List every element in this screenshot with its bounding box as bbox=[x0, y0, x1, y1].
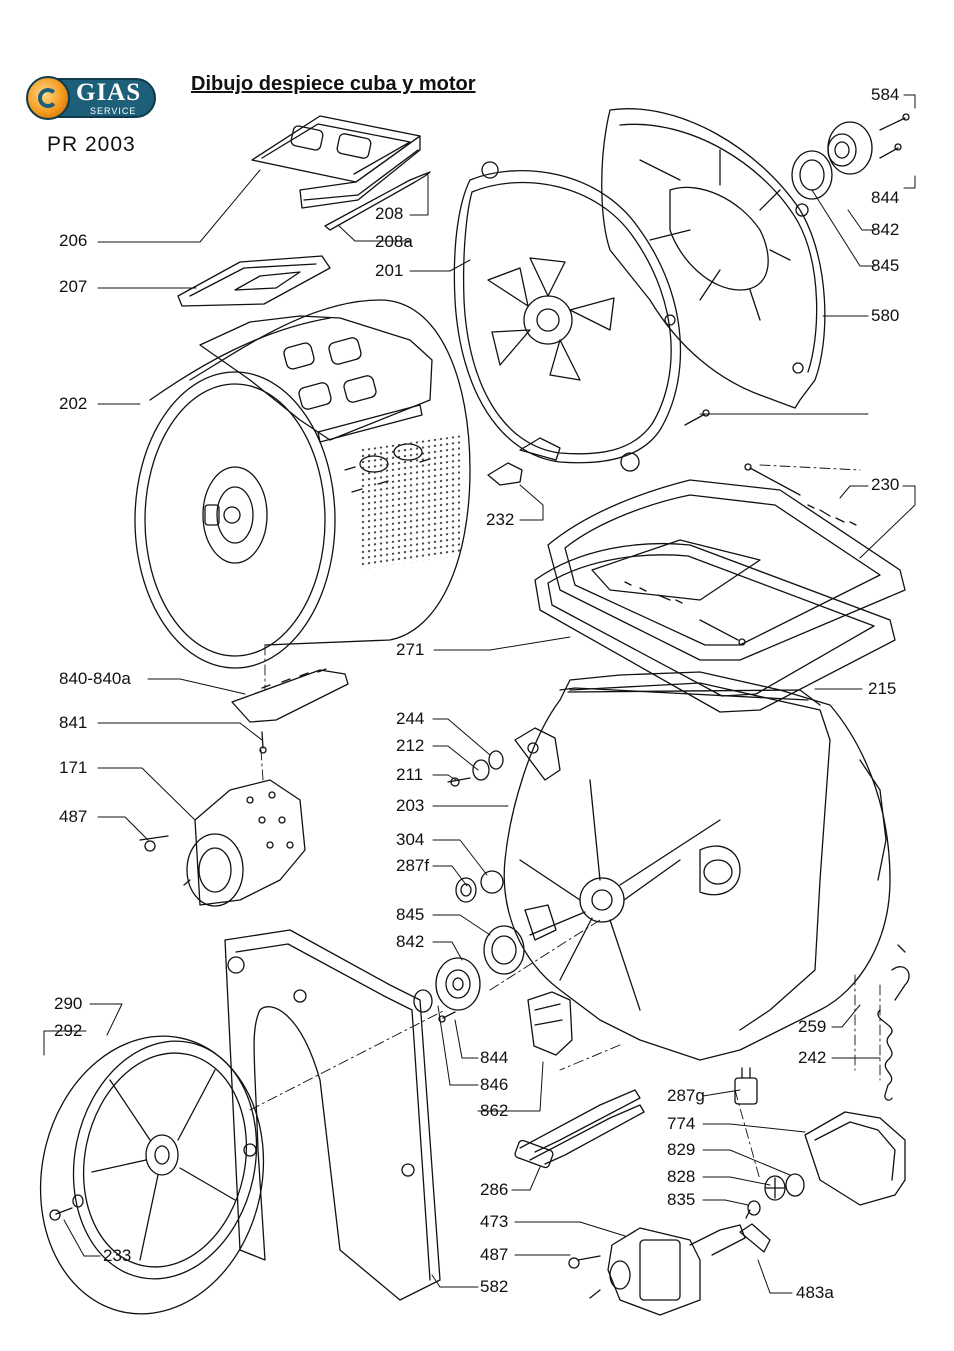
part-label-842: 842 bbox=[396, 932, 425, 951]
part-label-207: 207 bbox=[59, 277, 88, 296]
screw-487a bbox=[139, 835, 169, 852]
drum-perforation bbox=[360, 435, 460, 570]
impeller-828 bbox=[764, 1175, 786, 1201]
tub-front-203 bbox=[503, 671, 891, 1061]
part-label-259: 259 bbox=[798, 1017, 827, 1036]
washer-244 bbox=[488, 750, 504, 770]
clip-232 bbox=[487, 437, 561, 486]
screw-211 bbox=[447, 777, 471, 787]
part-label-206: 206 bbox=[59, 231, 88, 250]
flange-seal-845 bbox=[483, 925, 525, 975]
part-label-487-top: 487 bbox=[59, 807, 88, 826]
part-label-208a: 208a bbox=[375, 232, 413, 251]
part-label-202: 202 bbox=[59, 394, 88, 413]
flange-seal-845-top bbox=[791, 150, 833, 200]
pulley-290 bbox=[72, 1040, 258, 1280]
part-label-203: 203 bbox=[396, 796, 425, 815]
logo-emblem-icon bbox=[26, 76, 70, 120]
tub-gasket-230 bbox=[547, 479, 906, 661]
tub-ring-271 bbox=[534, 543, 896, 713]
part-label-211: 211 bbox=[396, 765, 424, 784]
part-label-487: 487 bbox=[480, 1245, 509, 1264]
part-label-862: 862 bbox=[480, 1101, 509, 1120]
part-label-841: 841 bbox=[59, 713, 88, 732]
part-label-233: 233 bbox=[103, 1246, 132, 1265]
part-label-304: 304 bbox=[396, 830, 425, 849]
logo-brand: GIAS bbox=[76, 79, 142, 106]
part-label-286: 286 bbox=[480, 1180, 509, 1199]
part-label-201: 201 bbox=[375, 261, 404, 280]
part-label-171: 171 bbox=[59, 758, 88, 777]
part-label-287f: 287f bbox=[396, 856, 430, 875]
plug-287f bbox=[455, 877, 477, 903]
cap-304 bbox=[480, 870, 504, 894]
part-label-582: 582 bbox=[480, 1277, 509, 1296]
part-label-292: 292 bbox=[54, 1021, 83, 1040]
drum-flange-201 bbox=[453, 161, 682, 472]
screw-584 bbox=[879, 113, 910, 131]
model-code: PR 2003 bbox=[47, 133, 136, 156]
pressure-switch-862 bbox=[527, 991, 573, 1056]
washer-212 bbox=[472, 759, 490, 781]
axis-lines bbox=[249, 464, 881, 1181]
part-label-212: 212 bbox=[396, 736, 425, 755]
part-label-473: 473 bbox=[480, 1212, 509, 1231]
bracket-207 bbox=[177, 255, 331, 307]
screw-841 bbox=[259, 731, 267, 754]
connector-483a bbox=[739, 1209, 771, 1253]
part-label-290: 290 bbox=[54, 994, 83, 1013]
part-label-208: 208 bbox=[375, 204, 404, 223]
leader-lines bbox=[43, 94, 916, 1294]
lid-bracket-206 bbox=[251, 115, 421, 209]
part-label-483a: 483a bbox=[796, 1283, 834, 1302]
part-label-242: 242 bbox=[798, 1048, 827, 1067]
motor-171 bbox=[183, 779, 306, 907]
part-label-845: 845 bbox=[396, 905, 425, 924]
screw-844-top bbox=[879, 143, 902, 159]
part-label-846: 846 bbox=[480, 1075, 509, 1094]
tub-screw bbox=[684, 409, 710, 426]
part-label-844-top: 844 bbox=[871, 188, 900, 207]
part-label-828: 828 bbox=[667, 1167, 696, 1186]
part-label-835: 835 bbox=[667, 1190, 696, 1209]
part-label-271: 271 bbox=[396, 640, 425, 659]
tub-rear-580 bbox=[601, 108, 826, 409]
heater-286 bbox=[514, 1089, 645, 1169]
part-label-844: 844 bbox=[480, 1048, 509, 1067]
part-label-244: 244 bbox=[396, 709, 425, 728]
part-label-287g: 287g bbox=[667, 1086, 705, 1105]
thermostat-287g bbox=[734, 1067, 758, 1105]
counterweight-840 bbox=[231, 668, 349, 723]
filter-housing-774 bbox=[804, 1111, 906, 1206]
part-label-232: 232 bbox=[486, 510, 515, 529]
screw-844 bbox=[438, 1011, 456, 1023]
part-label-215: 215 bbox=[868, 679, 897, 698]
belt-292 bbox=[39, 1035, 265, 1315]
drain-motor-473 bbox=[589, 1224, 746, 1316]
seal-829 bbox=[785, 1173, 805, 1197]
screw-487b bbox=[568, 1255, 601, 1269]
hinge-strip-208 bbox=[324, 171, 431, 231]
bearing-hub-842-top bbox=[827, 121, 873, 175]
part-label-580: 580 bbox=[871, 306, 900, 325]
spring-259 bbox=[891, 944, 910, 1001]
page-title: Dibujo despiece cuba y motor bbox=[191, 73, 476, 95]
part-label-774: 774 bbox=[667, 1114, 696, 1133]
rod-230 bbox=[744, 463, 857, 526]
washer-835 bbox=[747, 1200, 761, 1216]
part-label-230: 230 bbox=[871, 475, 900, 494]
screw-233 bbox=[49, 1194, 84, 1221]
spring-242 bbox=[877, 1009, 893, 1101]
part-label-845-top: 845 bbox=[871, 256, 900, 275]
part-label-829: 829 bbox=[667, 1140, 696, 1159]
part-label-842-top: 842 bbox=[871, 220, 900, 239]
logo-service: SERVICE bbox=[90, 106, 137, 116]
bearing-hub-842 bbox=[435, 957, 481, 1011]
part-label-840-840a: 840-840a bbox=[59, 669, 131, 688]
washer-846 bbox=[413, 989, 433, 1013]
gias-service-logo: GIAS SERVICE bbox=[26, 72, 158, 124]
part-label-584: 584 bbox=[871, 85, 900, 104]
